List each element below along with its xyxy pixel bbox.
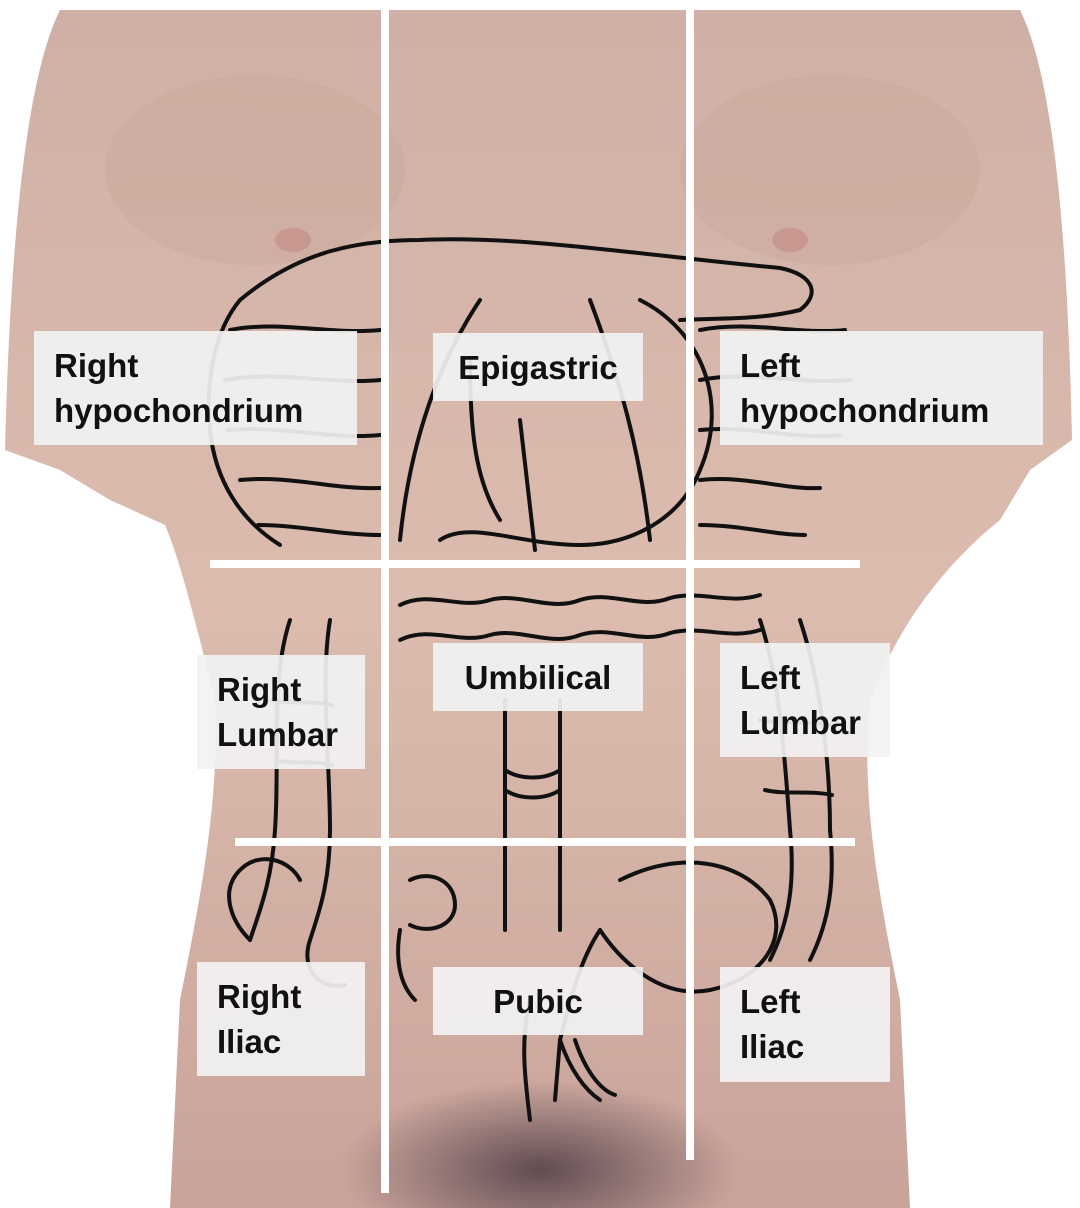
grid-line-horizontal-lower: [235, 838, 855, 846]
region-label-line: Left: [740, 347, 801, 384]
grid-line-vertical-right: [381, 8, 389, 1193]
nipple-right: [275, 228, 311, 252]
region-label-line: Pubic: [493, 983, 583, 1020]
region-label-right-hypochondrium: Right hypochondrium: [34, 331, 357, 445]
region-label-line: Right: [54, 347, 139, 384]
region-label-line: hypochondrium: [54, 392, 304, 429]
region-label-line: Lumbar: [740, 704, 862, 741]
region-label-right-iliac: Right Iliac: [197, 962, 365, 1076]
region-label-line: Lumbar: [217, 716, 339, 753]
pectoral-shadow-right: [105, 75, 405, 265]
region-label-line: Right: [217, 671, 302, 708]
grid-line-horizontal-upper: [210, 560, 860, 568]
groin-shadow: [340, 1080, 740, 1208]
region-label-line: Umbilical: [464, 659, 612, 696]
region-label-epigastric: Epigastric: [433, 333, 643, 401]
region-label-line: Right: [217, 978, 302, 1015]
torso-silhouette: [5, 10, 1072, 1208]
region-label-line: Left: [740, 659, 801, 696]
pectoral-shadow-left: [680, 75, 980, 265]
region-label-line: Iliac: [217, 1023, 282, 1060]
region-label-pubic: Pubic: [433, 967, 643, 1035]
region-label-line: Iliac: [740, 1028, 805, 1065]
region-label-left-iliac: Left Iliac: [720, 967, 890, 1082]
region-label-left-hypochondrium: Left hypochondrium: [720, 331, 1043, 445]
region-label-line: Epigastric: [458, 349, 618, 386]
nipple-left: [772, 228, 808, 252]
grid-line-vertical-left: [686, 8, 694, 1160]
region-label-line: hypochondrium: [740, 392, 990, 429]
region-label-umbilical: Umbilical: [433, 643, 643, 711]
region-label-line: Left: [740, 983, 801, 1020]
region-label-right-lumbar: Right Lumbar: [197, 655, 365, 769]
region-label-left-lumbar: Left Lumbar: [720, 643, 890, 757]
